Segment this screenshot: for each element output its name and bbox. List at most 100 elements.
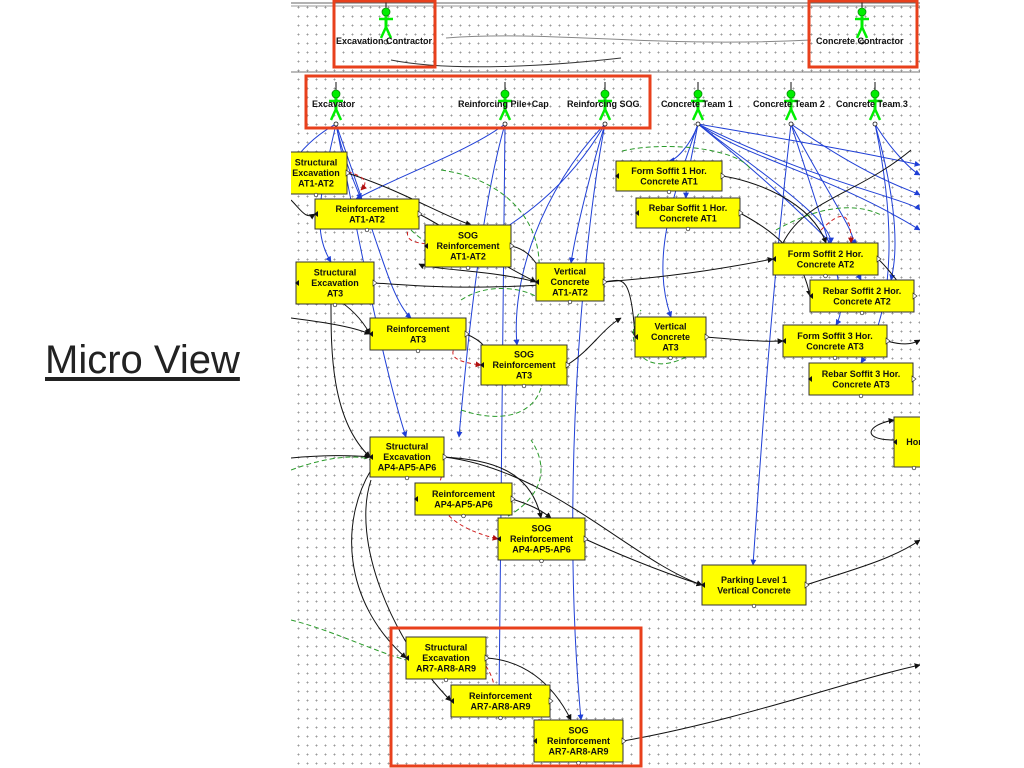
top-rule-lines: [291, 2, 920, 73]
activity-box: [535, 262, 605, 302]
activity-label-line: Vertical: [554, 267, 586, 277]
dependency-link: [460, 287, 542, 301]
agent-label: Concrete Team 3: [836, 99, 908, 109]
activity-label-line: Concrete AT3: [806, 341, 864, 351]
activity-label-line: AT1-AT2: [298, 179, 334, 189]
dependency-link: [496, 123, 506, 701]
agent-reinforcing-sog[interactable]: Reinforcing SOG: [567, 82, 640, 127]
activity-label-line: Concrete AT2: [833, 296, 891, 306]
activity-label-line: AP4-AP5-AP6: [512, 545, 571, 555]
activity-box: [295, 261, 375, 305]
activity-label-line: Reinforcement: [547, 736, 610, 746]
activity-node-rs2[interactable]: Rebar Soffit 2 Hor.Concrete AT2: [809, 279, 918, 316]
activity-label-line: AP4-AP5-AP6: [434, 499, 493, 509]
agent-label: Reinforcing SOG: [567, 99, 640, 109]
activity-label-line: AR7-AR8-AR9: [548, 747, 608, 757]
activity-label-line: Excavation: [292, 168, 340, 178]
activity-label-line: Concrete AT1: [659, 213, 717, 223]
agent-excavation-contractor[interactable]: Excavation Contractor: [336, 0, 433, 46]
activity-label-line: AT1-AT2: [552, 288, 588, 298]
agent-label: Concrete Contractor: [816, 36, 904, 46]
dependency-link: [697, 123, 920, 167]
activity-node-rs1[interactable]: Rebar Soffit 1 Hor.Concrete AT1: [635, 197, 744, 232]
dependency-link: [603, 279, 638, 338]
dependency-link: [566, 317, 622, 366]
activity-label-line: Structural: [314, 268, 357, 278]
agent-excavator[interactable]: Excavator: [312, 82, 356, 127]
dependency-link: [584, 538, 703, 587]
dependency-link: [443, 456, 703, 587]
activity-label-line: Form Soffit 3 Hor.: [797, 331, 873, 341]
activity-nodes: StructuralExcavationAT1-AT2Reinforcement…: [291, 151, 920, 766]
agent-concrete-team-1[interactable]: Concrete Team 1: [661, 82, 733, 127]
dependency-link: [291, 453, 371, 460]
dependency-link: [568, 123, 606, 264]
agent-label: Concrete Team 2: [753, 99, 825, 109]
activity-label-line: AT3: [662, 343, 678, 353]
dependency-link: [697, 123, 834, 244]
agent-reinforcing-pile-cap[interactable]: Reinforcing Pile+Cap: [458, 82, 549, 127]
activity-label-line: AR7-AR8-AR9: [470, 701, 530, 711]
dependency-link: [351, 469, 407, 659]
dependency-link: [335, 123, 412, 319]
activity-label-line: Excavation: [422, 653, 470, 663]
activity-label-line: Rebar Soffit 1 Hor.: [649, 203, 728, 213]
activity-label-line: Reinforcement: [432, 489, 495, 499]
dependency-link: [500, 439, 542, 521]
activity-box: [782, 324, 888, 358]
dependency-link: [697, 123, 920, 211]
agent-concrete-team-2[interactable]: Concrete Team 2: [753, 82, 825, 127]
agent-concrete-team-3[interactable]: Concrete Team 3: [836, 82, 908, 127]
activity-label-line: Reinforcement: [386, 324, 449, 334]
highlight-frame: [807, 0, 919, 69]
dependency-link: [452, 333, 482, 368]
activity-node-rs3[interactable]: Rebar Soffit 3 Hor.Concrete AT3: [808, 362, 917, 399]
dependency-link: [456, 123, 506, 438]
activity-label-line: Reinforcement: [335, 204, 398, 214]
activity-label-line: Excavation: [311, 278, 359, 288]
activity-node-fs3[interactable]: Form Soffit 3 Hor.Concrete AT3: [782, 324, 891, 361]
activity-node-fs2[interactable]: Form Soffit 2 Hor.Concrete AT2: [772, 242, 882, 279]
activity-label-line: Rebar Soffit 2 Hor.: [823, 286, 902, 296]
dependency-link: [603, 257, 774, 283]
activity-label-line: Form Soffit 2 Hor.: [788, 249, 864, 259]
agent-concrete-contractor[interactable]: Concrete Contractor: [816, 0, 904, 46]
dependency-link: [874, 123, 920, 176]
dependency-link: [330, 303, 371, 458]
activity-label-line: SOG: [531, 524, 551, 534]
activity-node-hor[interactable]: Hor: [893, 416, 920, 471]
activity-box: [615, 160, 723, 192]
dependency-link: [705, 336, 784, 345]
activity-label-line: AP4-AP5-AP6: [378, 463, 437, 473]
activity-label-line: AR7-AR8-AR9: [416, 664, 476, 674]
activity-label-line: Concrete AT3: [832, 379, 890, 389]
activity-node-fs1[interactable]: Form Soffit 1 Hor.Concrete AT1: [615, 160, 726, 195]
dependency-link: [874, 123, 896, 281]
activity-label-line: Concrete AT2: [797, 259, 855, 269]
dependency-link: [886, 339, 920, 346]
activity-label-line: Reinforcement: [469, 691, 532, 701]
activity-box: [497, 517, 586, 561]
dependency-link: [373, 282, 542, 289]
highlight-frame: [304, 74, 652, 130]
dependency-link: [790, 123, 920, 196]
activity-label-line: AT3: [327, 289, 343, 299]
activity-label-line: Concrete AT1: [640, 176, 698, 186]
